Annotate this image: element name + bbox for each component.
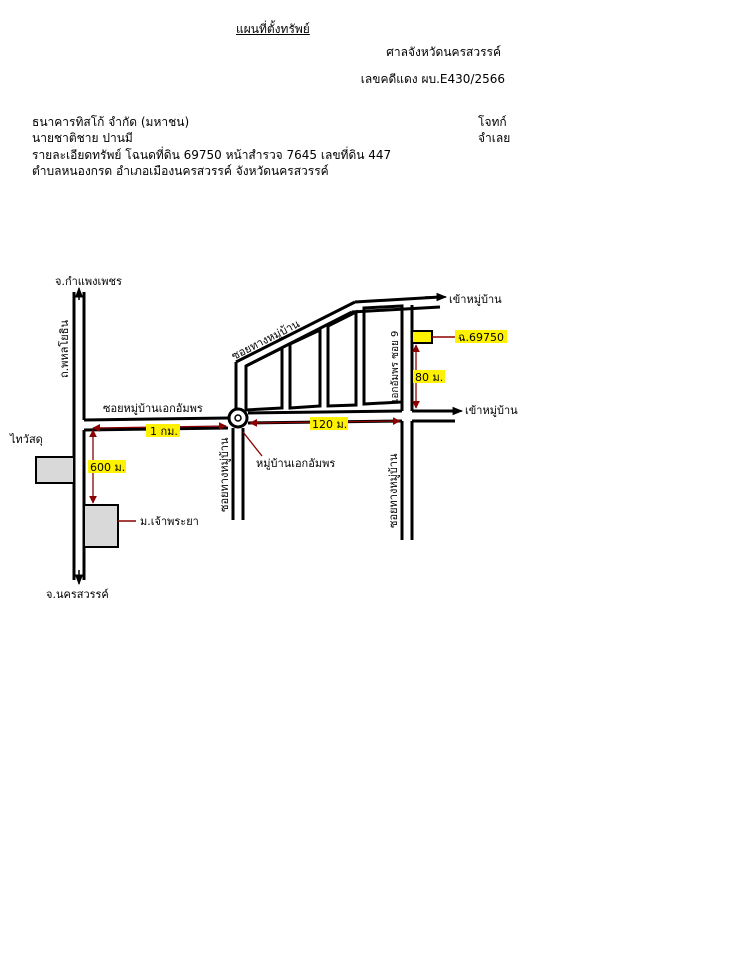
label-thai-watsadu: ไทวัสดุ [9, 433, 43, 446]
label-to-kamphaeng: จ.กำแพงเพชร [55, 275, 122, 288]
map-title: แผนที่ตั้งทรัพย์ [236, 22, 310, 36]
label-soi-route-right: ซอยทางหมู่บ้าน [387, 453, 400, 528]
label-village-roundabout: หมู่บ้านเอกอัมพร [256, 457, 335, 470]
thai-watsadu-building [35, 456, 75, 484]
label-dist-600m: 600 ม. [90, 461, 125, 474]
label-soi-route-center: ซอยทางหมู่บ้าน [218, 437, 231, 512]
label-soi-9: เอกอัมพร ซอย 9 [390, 331, 401, 402]
soi-route-center-road [231, 428, 245, 520]
location-map: จ.กำแพงเพชร จ.นครสวรรค์ ถ.พหลโยธิน ซอยหม… [9, 275, 518, 601]
defendant-role: จำเลย [478, 131, 511, 145]
property-detail: รายละเอียดทรัพย์ โฉนดที่ดิน 69750 หน้าสำ… [32, 148, 392, 162]
label-deed: ฉ.69750 [458, 331, 504, 344]
university-building [83, 504, 119, 548]
label-university: ม.เจ้าพระยา [140, 515, 199, 528]
label-enter-village-top: เข้าหมู่บ้าน [449, 293, 502, 306]
label-highway: ถ.พหลโยธิน [57, 320, 71, 378]
label-dist-1km: 1 กม. [150, 425, 178, 438]
highway-road [72, 292, 86, 580]
plaintiff-role: โจทก์ [478, 115, 507, 129]
village-blocks [234, 295, 441, 412]
property-location: ตำบลหนองกรด อำเภอเมืองนครสวรรค์ จังหวัดน… [32, 164, 329, 178]
label-soi-village: ซอยหมู่บ้านเอกอัมพร [103, 402, 203, 415]
court-name: ศาลจังหวัดนครสวรรค์ [386, 45, 501, 59]
label-enter-village-mid: เข้าหมู่บ้าน [465, 404, 518, 417]
label-to-nakhonsawan: จ.นครสวรรค์ [46, 588, 109, 601]
label-dist-80m: 80 ม. [415, 371, 443, 384]
property-parcel [411, 330, 433, 344]
plaintiff-name: ธนาคารทิสโก้ จำกัด (มหาชน) [32, 115, 190, 129]
label-dist-120m: 120 ม. [312, 418, 347, 431]
case-number: เลขคดีแดง ผบ.E430/2566 [360, 72, 505, 86]
defendant-name: นายชาติชาย ปานมี [32, 131, 133, 145]
soi-route-right-road [400, 421, 414, 540]
